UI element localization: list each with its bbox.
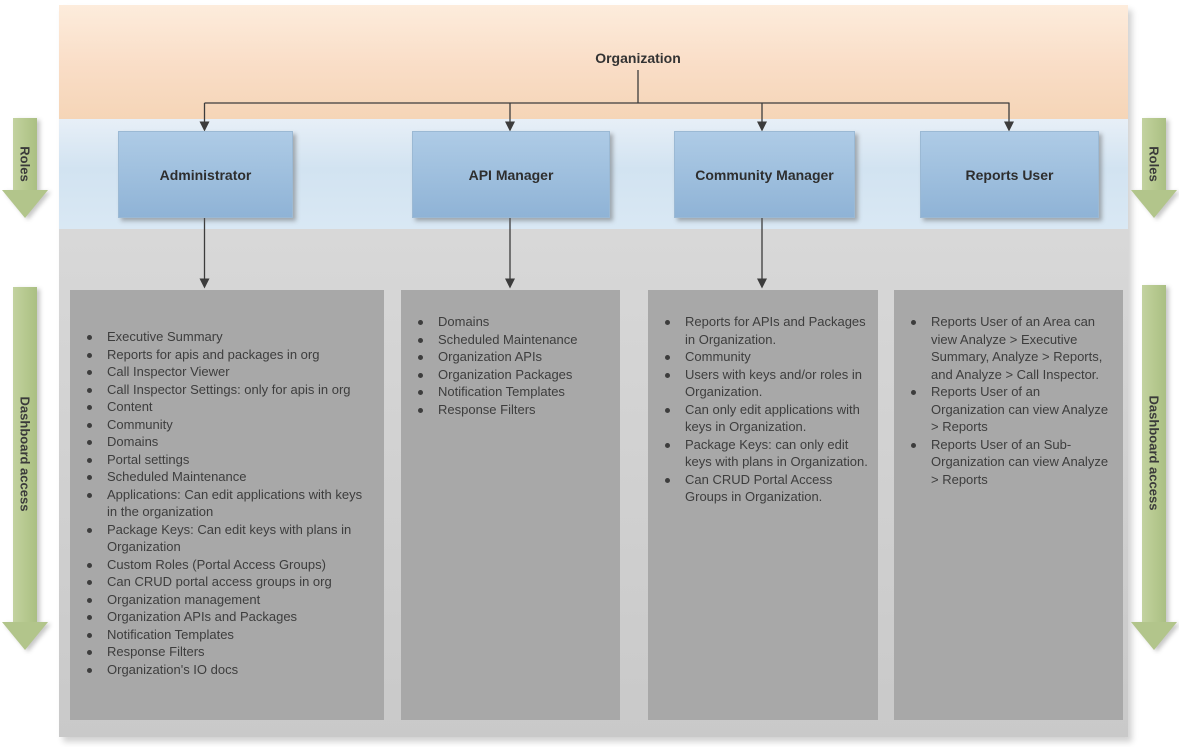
list-item: Package Keys: can only edit keys with pl…	[648, 436, 873, 471]
arrow-shaft	[1142, 118, 1166, 191]
role-box-community-manager: Community Manager	[674, 131, 855, 218]
list-item: Scheduled Maintenance	[70, 468, 370, 486]
role-box-reports-user: Reports User	[920, 131, 1099, 218]
list-item: Call Inspector Viewer	[70, 363, 370, 381]
list-item: Reports for APIs and Packages in Organiz…	[648, 313, 873, 348]
dashboard-access-list: Reports for APIs and Packages in Organiz…	[648, 313, 873, 506]
list-item: Can CRUD Portal Access Groups in Organiz…	[648, 471, 873, 506]
arrow-label: Roles	[17, 146, 33, 182]
dashboard-panel-community-manager: Reports for APIs and Packages in Organiz…	[648, 290, 878, 720]
list-item: Portal settings	[70, 451, 370, 469]
role-label: API Manager	[468, 166, 554, 183]
list-item: Domains	[401, 313, 612, 331]
list-item: Reports User of an Organization can view…	[894, 383, 1117, 436]
list-item: Organization's IO docs	[70, 661, 370, 679]
down-arrow-icon	[2, 190, 48, 218]
down-arrow-icon	[1131, 190, 1177, 218]
arrow-label: Dashboard access	[1146, 395, 1162, 511]
list-item: Notification Templates	[70, 626, 370, 644]
role-label: Reports User	[965, 166, 1054, 183]
list-item: Organization APIs and Packages	[70, 608, 370, 626]
list-item: Applications: Can edit applications with…	[70, 486, 370, 521]
list-item: Reports User of an Sub-Organization can …	[894, 436, 1117, 489]
list-item: Response Filters	[70, 643, 370, 661]
list-item: Community	[70, 416, 370, 434]
arrow-shaft	[1142, 285, 1166, 623]
list-item: Organization APIs	[401, 348, 612, 366]
list-item: Content	[70, 398, 370, 416]
arrow-label: Roles	[1146, 146, 1162, 182]
list-item: Call Inspector Settings: only for apis i…	[70, 381, 370, 399]
list-item: Response Filters	[401, 401, 612, 419]
list-item: Reports User of an Area can view Analyze…	[894, 313, 1117, 383]
role-box-api-manager: API Manager	[412, 131, 610, 218]
list-item: Package Keys: Can edit keys with plans i…	[70, 521, 370, 556]
list-item: Can only edit applications with keys in …	[648, 401, 873, 436]
list-item: Organization management	[70, 591, 370, 609]
list-item: Custom Roles (Portal Access Groups)	[70, 556, 370, 574]
arrow-shaft	[13, 287, 37, 623]
role-label: Community Manager	[695, 166, 834, 183]
list-item: Notification Templates	[401, 383, 612, 401]
organization-root-label: Organization	[595, 50, 681, 66]
organization-band	[59, 5, 1128, 119]
list-item: Domains	[70, 433, 370, 451]
list-item: Users with keys and/or roles in Organiza…	[648, 366, 873, 401]
dashboard-access-list: Reports User of an Area can view Analyze…	[894, 313, 1117, 488]
list-item: Can CRUD portal access groups in org	[70, 573, 370, 591]
down-arrow-icon	[1131, 622, 1177, 650]
role-label: Administrator	[159, 166, 252, 183]
dashboard-panel-reports-user: Reports User of an Area can view Analyze…	[894, 290, 1123, 720]
roles-arrow-left: Roles	[2, 118, 48, 218]
down-arrow-icon	[2, 622, 48, 650]
arrow-shaft	[13, 118, 37, 191]
list-item: Community	[648, 348, 873, 366]
list-item: Reports for apis and packages in org	[70, 346, 370, 364]
list-item: Executive Summary	[70, 328, 370, 346]
dashboard-access-arrow-left: Dashboard access	[2, 287, 48, 650]
roles-arrow-right: Roles	[1131, 118, 1177, 218]
arrow-label: Dashboard access	[17, 396, 33, 512]
list-item: Scheduled Maintenance	[401, 331, 612, 349]
role-box-administrator: Administrator	[118, 131, 293, 218]
list-item: Organization Packages	[401, 366, 612, 384]
dashboard-access-arrow-right: Dashboard access	[1131, 285, 1177, 650]
